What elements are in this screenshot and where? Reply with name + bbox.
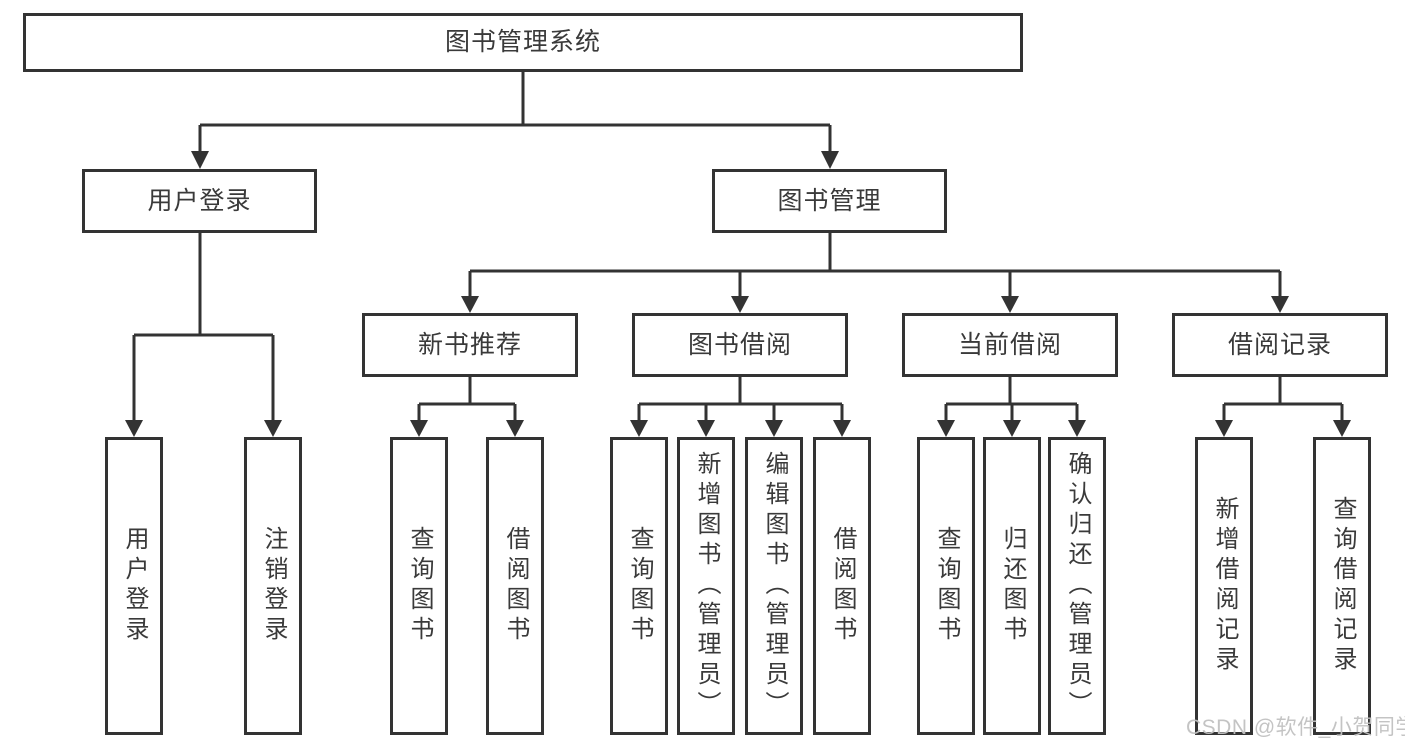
leaf-label: 编辑图书（管理员） — [761, 451, 788, 721]
leaf-label: 查询借阅记录 — [1329, 496, 1356, 676]
node-book-management: 图书管理 — [712, 169, 947, 233]
leaf-label: 用户登录 — [121, 526, 148, 646]
leaf-add-book-admin: 新增图书（管理员） — [677, 437, 735, 735]
leaf-logout: 注销登录 — [244, 437, 302, 735]
leaf-label: 查询图书 — [626, 526, 653, 646]
leaf-confirm-return-admin: 确认归还（管理员） — [1048, 437, 1106, 735]
node-book-borrow: 图书借阅 — [632, 313, 848, 377]
leaf-newbooks-borrow-book: 借阅图书 — [486, 437, 544, 735]
leaf-label: 查询图书 — [933, 526, 960, 646]
leaf-return-book: 归还图书 — [983, 437, 1041, 735]
leaf-edit-book-admin: 编辑图书（管理员） — [745, 437, 803, 735]
leaf-add-borrow-record: 新增借阅记录 — [1195, 437, 1253, 735]
leaf-label: 借阅图书 — [502, 526, 529, 646]
leaf-label: 借阅图书 — [829, 526, 856, 646]
node-borrow-records: 借阅记录 — [1172, 313, 1388, 377]
leaf-current-query-book: 查询图书 — [917, 437, 975, 735]
leaf-label: 归还图书 — [999, 526, 1026, 646]
leaf-newbooks-query-book: 查询图书 — [390, 437, 448, 735]
leaf-label: 确认归还（管理员） — [1064, 451, 1091, 721]
node-user-login: 用户登录 — [82, 169, 317, 233]
connector-paths — [132, 72, 1344, 434]
leaf-label: 注销登录 — [260, 526, 287, 646]
node-new-book-recommend: 新书推荐 — [362, 313, 578, 377]
leaf-user-login: 用户登录 — [105, 437, 163, 735]
node-current-borrow: 当前借阅 — [902, 313, 1118, 377]
leaf-label: 新增图书（管理员） — [693, 451, 720, 721]
arrowhead-icons — [125, 151, 1351, 437]
node-library-system: 图书管理系统 — [23, 13, 1023, 72]
leaf-borrow-query-book: 查询图书 — [610, 437, 668, 735]
leaf-query-borrow-record: 查询借阅记录 — [1313, 437, 1371, 735]
leaf-borrow-book: 借阅图书 — [813, 437, 871, 735]
leaf-label: 新增借阅记录 — [1211, 496, 1238, 676]
leaf-label: 查询图书 — [406, 526, 433, 646]
